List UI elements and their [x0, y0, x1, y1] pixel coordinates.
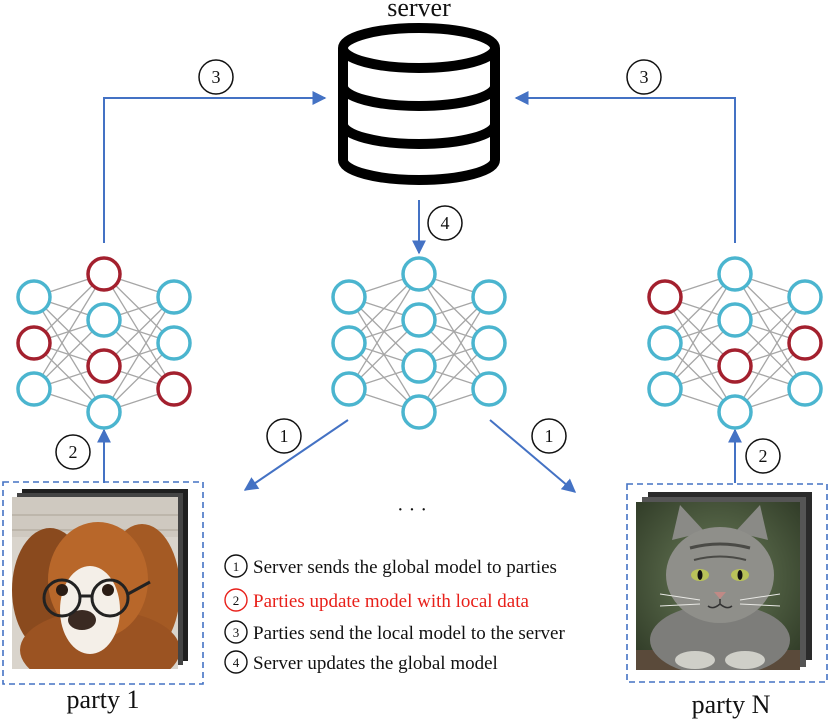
party-n-dashed-box — [626, 483, 828, 683]
neuron-node — [717, 256, 753, 292]
svg-text:Parties send the local model t: Parties send the local model to the serv… — [253, 623, 565, 644]
neuron-node — [331, 325, 367, 361]
updated-neuron-node — [787, 325, 823, 361]
updated-neuron-node — [86, 256, 122, 292]
local-model-network-left — [16, 256, 192, 430]
network-edge — [103, 296, 175, 413]
step-badge-update-global: 4 — [427, 205, 463, 241]
neuron-node — [647, 371, 683, 407]
network-edge — [664, 273, 736, 390]
party-1-label: party 1 — [67, 685, 140, 714]
step-badge-upload-left: 3 — [198, 59, 234, 95]
svg-text:Server sends the global model: Server sends the global model to parties — [253, 557, 557, 578]
step-badge-send-right: 1 — [531, 418, 567, 454]
svg-text:3: 3 — [640, 67, 649, 87]
server-label: server — [387, 0, 451, 22]
network-edge — [734, 296, 806, 413]
neuron-node — [471, 279, 507, 315]
network-edge — [348, 273, 420, 390]
ellipsis: · · · — [397, 499, 427, 521]
svg-text:4: 4 — [233, 655, 240, 670]
server-database-icon — [338, 23, 500, 185]
updated-neuron-node — [717, 348, 753, 384]
svg-text:Parties update model with loca: Parties update model with local data — [253, 591, 530, 612]
neuron-node — [156, 325, 192, 361]
neuron-node — [16, 371, 52, 407]
neuron-node — [331, 371, 367, 407]
updated-neuron-node — [16, 325, 52, 361]
svg-text:2: 2 — [69, 442, 78, 462]
step-badge-train-left: 2 — [55, 434, 91, 470]
neuron-node — [86, 302, 122, 338]
updated-neuron-node — [156, 371, 192, 407]
step-badge-train-right: 2 — [745, 438, 781, 474]
svg-text:Server updates the global mode: Server updates the global model — [253, 653, 498, 674]
step-badge-send-left: 1 — [266, 418, 302, 454]
svg-text:1: 1 — [233, 559, 240, 574]
svg-text:2: 2 — [759, 446, 768, 466]
arrow-send-right — [489, 419, 577, 493]
neuron-node — [717, 394, 753, 430]
svg-text:3: 3 — [233, 625, 240, 640]
arrow-upload-right — [514, 91, 736, 243]
party-n-label: party N — [692, 690, 771, 719]
neuron-node — [331, 279, 367, 315]
neuron-node — [647, 325, 683, 361]
neuron-node — [156, 279, 192, 315]
neuron-node — [401, 302, 437, 338]
neuron-node — [401, 348, 437, 384]
network-edge — [418, 296, 490, 413]
svg-text:2: 2 — [233, 593, 240, 608]
global-model-network — [331, 256, 507, 430]
neuron-node — [471, 371, 507, 407]
updated-neuron-node — [86, 348, 122, 384]
legend-item-2: 2 Parties update model with local data — [224, 588, 530, 612]
network-edge — [33, 273, 105, 390]
neuron-node — [717, 302, 753, 338]
dog-with-glasses-photo — [12, 489, 188, 669]
svg-text:3: 3 — [212, 67, 221, 87]
svg-text:4: 4 — [441, 213, 450, 233]
neuron-node — [787, 371, 823, 407]
legend-item-1: 1 Server sends the global model to parti… — [224, 554, 557, 578]
step-badge-upload-right: 3 — [626, 59, 662, 95]
svg-text:1: 1 — [545, 426, 554, 446]
tabby-cat-photo — [636, 492, 812, 670]
legend-item-4: 4 Server updates the global model — [224, 650, 498, 674]
legend-item-3: 3 Parties send the local model to the se… — [224, 620, 565, 644]
party-1-dashed-box — [2, 481, 204, 685]
neuron-node — [401, 256, 437, 292]
neuron-node — [86, 394, 122, 430]
updated-neuron-node — [647, 279, 683, 315]
arrow-send-left — [243, 419, 349, 491]
neuron-node — [471, 325, 507, 361]
neuron-node — [787, 279, 823, 315]
neuron-node — [401, 394, 437, 430]
legend: 1 Server sends the global model to parti… — [224, 554, 565, 674]
local-model-network-right — [647, 256, 823, 430]
arrow-upload-left — [103, 91, 327, 243]
neuron-node — [16, 279, 52, 315]
svg-text:1: 1 — [280, 426, 289, 446]
